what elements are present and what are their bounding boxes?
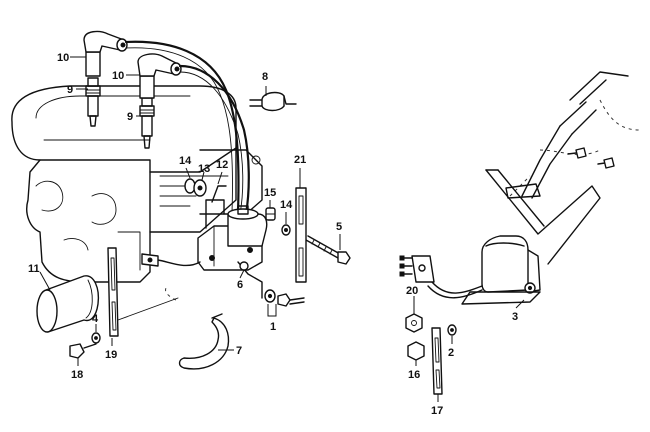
leader-lines <box>39 56 525 402</box>
frame-bolts <box>567 147 615 169</box>
callout-10a: 10 <box>57 52 69 64</box>
callout-3: 3 <box>512 311 518 323</box>
ignition-wires <box>124 40 250 216</box>
voltage-regulator <box>461 235 541 305</box>
bolt-1 <box>277 293 305 307</box>
nut-20 <box>405 313 423 333</box>
washer-2 <box>447 324 457 336</box>
callout-4: 4 <box>92 313 99 325</box>
callout-13: 13 <box>198 163 210 175</box>
primary-lead <box>141 253 201 267</box>
callout-14a: 14 <box>179 155 192 167</box>
washer-1 <box>264 289 276 303</box>
callout-6: 6 <box>237 279 243 291</box>
callout-2: 2 <box>448 347 454 359</box>
spark-plug-boot-1 <box>83 30 128 77</box>
callout-8: 8 <box>262 71 268 83</box>
callout-16: 16 <box>408 369 420 381</box>
callout-1: 1 <box>270 321 276 333</box>
strap-21 <box>295 187 307 283</box>
callout-11: 11 <box>28 263 40 275</box>
callout-18: 18 <box>71 369 83 381</box>
ignition-coil <box>197 185 268 271</box>
frame-member <box>505 71 641 199</box>
bolt-5 <box>305 235 351 265</box>
callout-10b: 10 <box>112 70 124 82</box>
coil-mount-hardware <box>184 178 207 197</box>
wire-clip <box>249 91 297 112</box>
spark-plug-2 <box>139 97 155 149</box>
wire-harness <box>485 169 601 265</box>
callout-15: 15 <box>264 187 276 199</box>
strap-7 <box>178 313 230 370</box>
callout-9a: 9 <box>67 84 73 96</box>
callout-20: 20 <box>406 285 418 297</box>
regulator-connector <box>399 255 483 299</box>
callout-labels: 10 10 9 9 8 14 13 12 21 15 14 5 11 6 4 1… <box>28 52 518 417</box>
callout-14b: 14 <box>280 199 293 211</box>
washer-right <box>281 224 291 236</box>
callout-9b: 9 <box>127 111 133 123</box>
spark-plug-1 <box>85 77 101 127</box>
callout-17: 17 <box>431 405 443 417</box>
hidden-line <box>165 287 177 301</box>
nut-16 <box>407 341 425 361</box>
strap-19 <box>107 247 179 337</box>
spark-plug-boot-2 <box>137 53 182 99</box>
callout-5: 5 <box>336 221 342 233</box>
callout-7: 7 <box>236 345 242 357</box>
callout-12: 12 <box>216 159 228 171</box>
grommet <box>265 207 276 221</box>
callout-21: 21 <box>294 154 306 166</box>
part-11-cylinder <box>36 275 100 333</box>
washer-4 <box>91 332 101 344</box>
coil-bracket <box>237 261 263 299</box>
bolt-18 <box>69 343 97 359</box>
callout-19: 19 <box>105 349 117 361</box>
strap-17 <box>431 327 443 395</box>
